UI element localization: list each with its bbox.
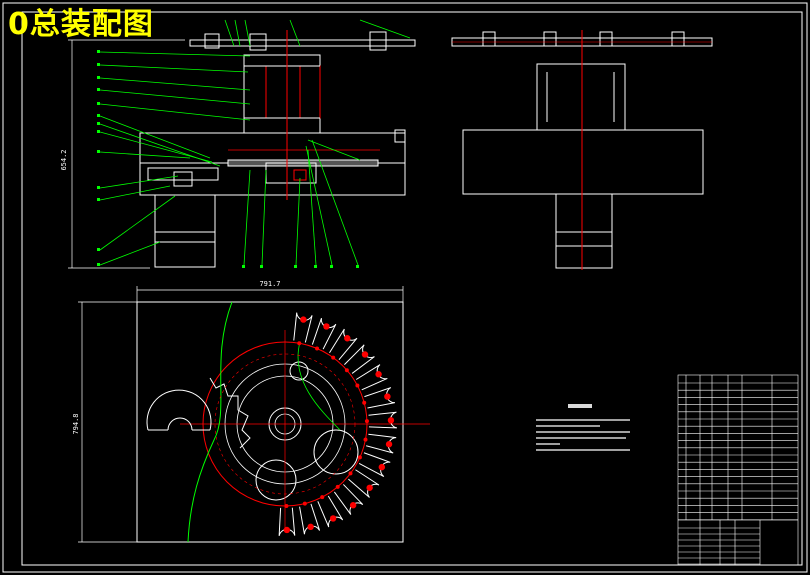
sprocket-bolt <box>283 526 291 534</box>
sprocket-bolt <box>366 484 373 491</box>
top-arm <box>189 39 416 47</box>
sprocket-tooth <box>333 484 364 515</box>
sprocket-tooth <box>329 328 358 360</box>
sprocket-pin <box>348 471 353 476</box>
sprocket-pin <box>331 355 336 360</box>
top-width-label: 791.7 <box>259 280 280 288</box>
sprocket-bolt <box>344 335 351 342</box>
green-curve <box>187 301 233 543</box>
gearbox-body <box>139 132 406 196</box>
sprocket-pin <box>364 419 369 424</box>
sprocket-tooth <box>311 317 337 350</box>
sprocket-bolt <box>323 323 330 330</box>
sprocket-pin <box>335 484 340 489</box>
sprocket-pin <box>363 437 368 442</box>
sprocket-tooth <box>344 344 375 374</box>
side-motor <box>555 193 613 269</box>
sprocket-pin <box>297 341 302 346</box>
sprocket-pin <box>362 400 367 405</box>
upper-height-label: 654.2 <box>60 149 68 170</box>
sprocket-bolt <box>384 393 391 400</box>
plan-gear-assembly <box>146 301 430 543</box>
sprocket-pin <box>320 495 325 500</box>
sprocket-bolt <box>300 316 307 323</box>
sprocket-bolt <box>361 351 369 358</box>
sprocket-bolt <box>329 515 337 522</box>
plan-frame <box>136 301 404 543</box>
sprocket-bolt <box>387 417 395 424</box>
sprocket-tooth <box>358 452 391 478</box>
motor-body <box>154 194 216 268</box>
inner-border <box>21 11 803 566</box>
sprocket-bolt <box>349 502 357 509</box>
upper-height-dimension <box>68 39 185 269</box>
sprocket-tooth <box>364 387 396 409</box>
leader-tips <box>97 50 359 268</box>
drawing-title: 0总装配图 <box>8 7 154 42</box>
leader-lines <box>99 19 411 266</box>
sprocket-bolt <box>375 371 382 378</box>
left-height-label: 794.8 <box>72 413 80 434</box>
sprocket-tooth <box>355 364 388 391</box>
sprocket-bolts <box>283 316 395 534</box>
sprocket-pin <box>355 383 360 388</box>
left-bracket <box>146 389 212 431</box>
parts-list <box>677 374 799 566</box>
plan-view <box>78 286 404 543</box>
front-section-view <box>139 31 416 268</box>
sprocket-bolt <box>378 463 386 471</box>
sprocket-pin <box>302 501 307 506</box>
sprocket-bolt <box>385 441 393 448</box>
sprocket-bolt <box>307 523 314 531</box>
sprocket-tooth <box>317 495 344 528</box>
sprocket-tooth <box>348 469 380 498</box>
sprocket-pin <box>357 455 362 460</box>
side-upper-housing <box>536 63 626 131</box>
sprocket-pin <box>344 368 349 373</box>
side-gearbox <box>462 129 704 195</box>
technical-notes <box>536 404 630 451</box>
sprocket-pin <box>315 346 320 351</box>
sprocket-pin <box>284 503 289 508</box>
